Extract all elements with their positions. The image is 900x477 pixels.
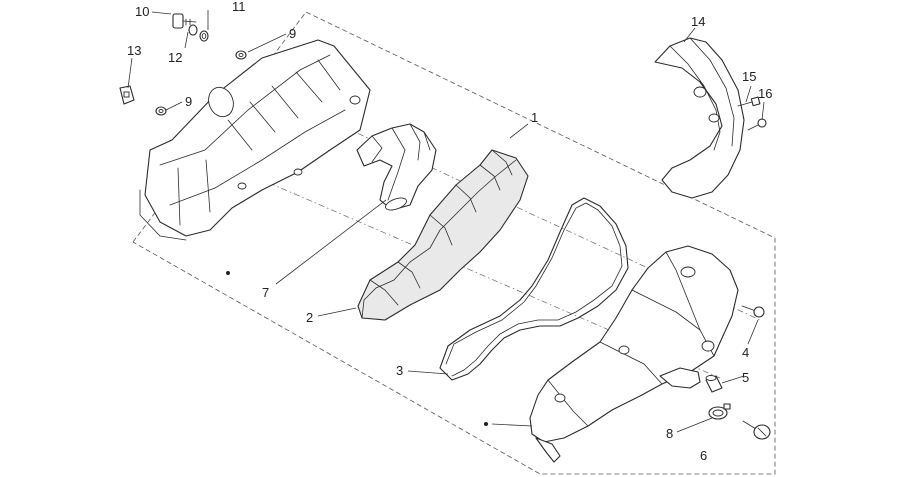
callout-2: 2 <box>306 310 313 325</box>
callout-13: 13 <box>127 43 141 58</box>
washer-12 <box>188 24 198 36</box>
callout-3: 3 <box>396 363 403 378</box>
callout-9b: 9 <box>185 94 192 109</box>
reference-dot <box>484 422 488 426</box>
callout-5: 5 <box>742 370 749 385</box>
clip-13 <box>119 85 135 105</box>
callout-8: 8 <box>666 426 673 441</box>
callout-10: 10 <box>135 4 149 19</box>
callout-4: 4 <box>742 345 749 360</box>
callout-12: 12 <box>168 50 182 65</box>
gasket <box>439 197 629 381</box>
grommet-9b <box>155 106 167 116</box>
screw-16 <box>747 118 767 131</box>
clamp-8 <box>708 403 731 420</box>
airbox-cover <box>139 39 371 241</box>
callouts: 1 2 3 4 5 6 7 8 9 9 10 11 12 13 14 15 16 <box>127 0 772 463</box>
bolt-10 <box>172 13 197 29</box>
reference-dot <box>226 271 230 275</box>
leader-lines <box>127 10 765 433</box>
callout-14: 14 <box>691 14 705 29</box>
callout-9a: 9 <box>289 26 296 41</box>
filter-guard <box>654 37 745 199</box>
screw-15 <box>737 96 761 107</box>
filter-element <box>357 149 529 321</box>
callout-11: 11 <box>232 0 246 14</box>
intake-duct <box>356 123 437 211</box>
airbox-housing <box>529 245 739 463</box>
callout-16: 16 <box>758 86 772 101</box>
screw-4 <box>741 305 765 318</box>
callout-6: 6 <box>700 448 707 463</box>
sleeve-5 <box>705 375 723 393</box>
callout-15: 15 <box>742 69 756 84</box>
grommet-9a <box>235 50 247 60</box>
ring-11 <box>199 30 209 42</box>
callout-1: 1 <box>531 110 538 125</box>
callout-7: 7 <box>262 285 269 300</box>
drain-plug-6 <box>742 420 771 440</box>
